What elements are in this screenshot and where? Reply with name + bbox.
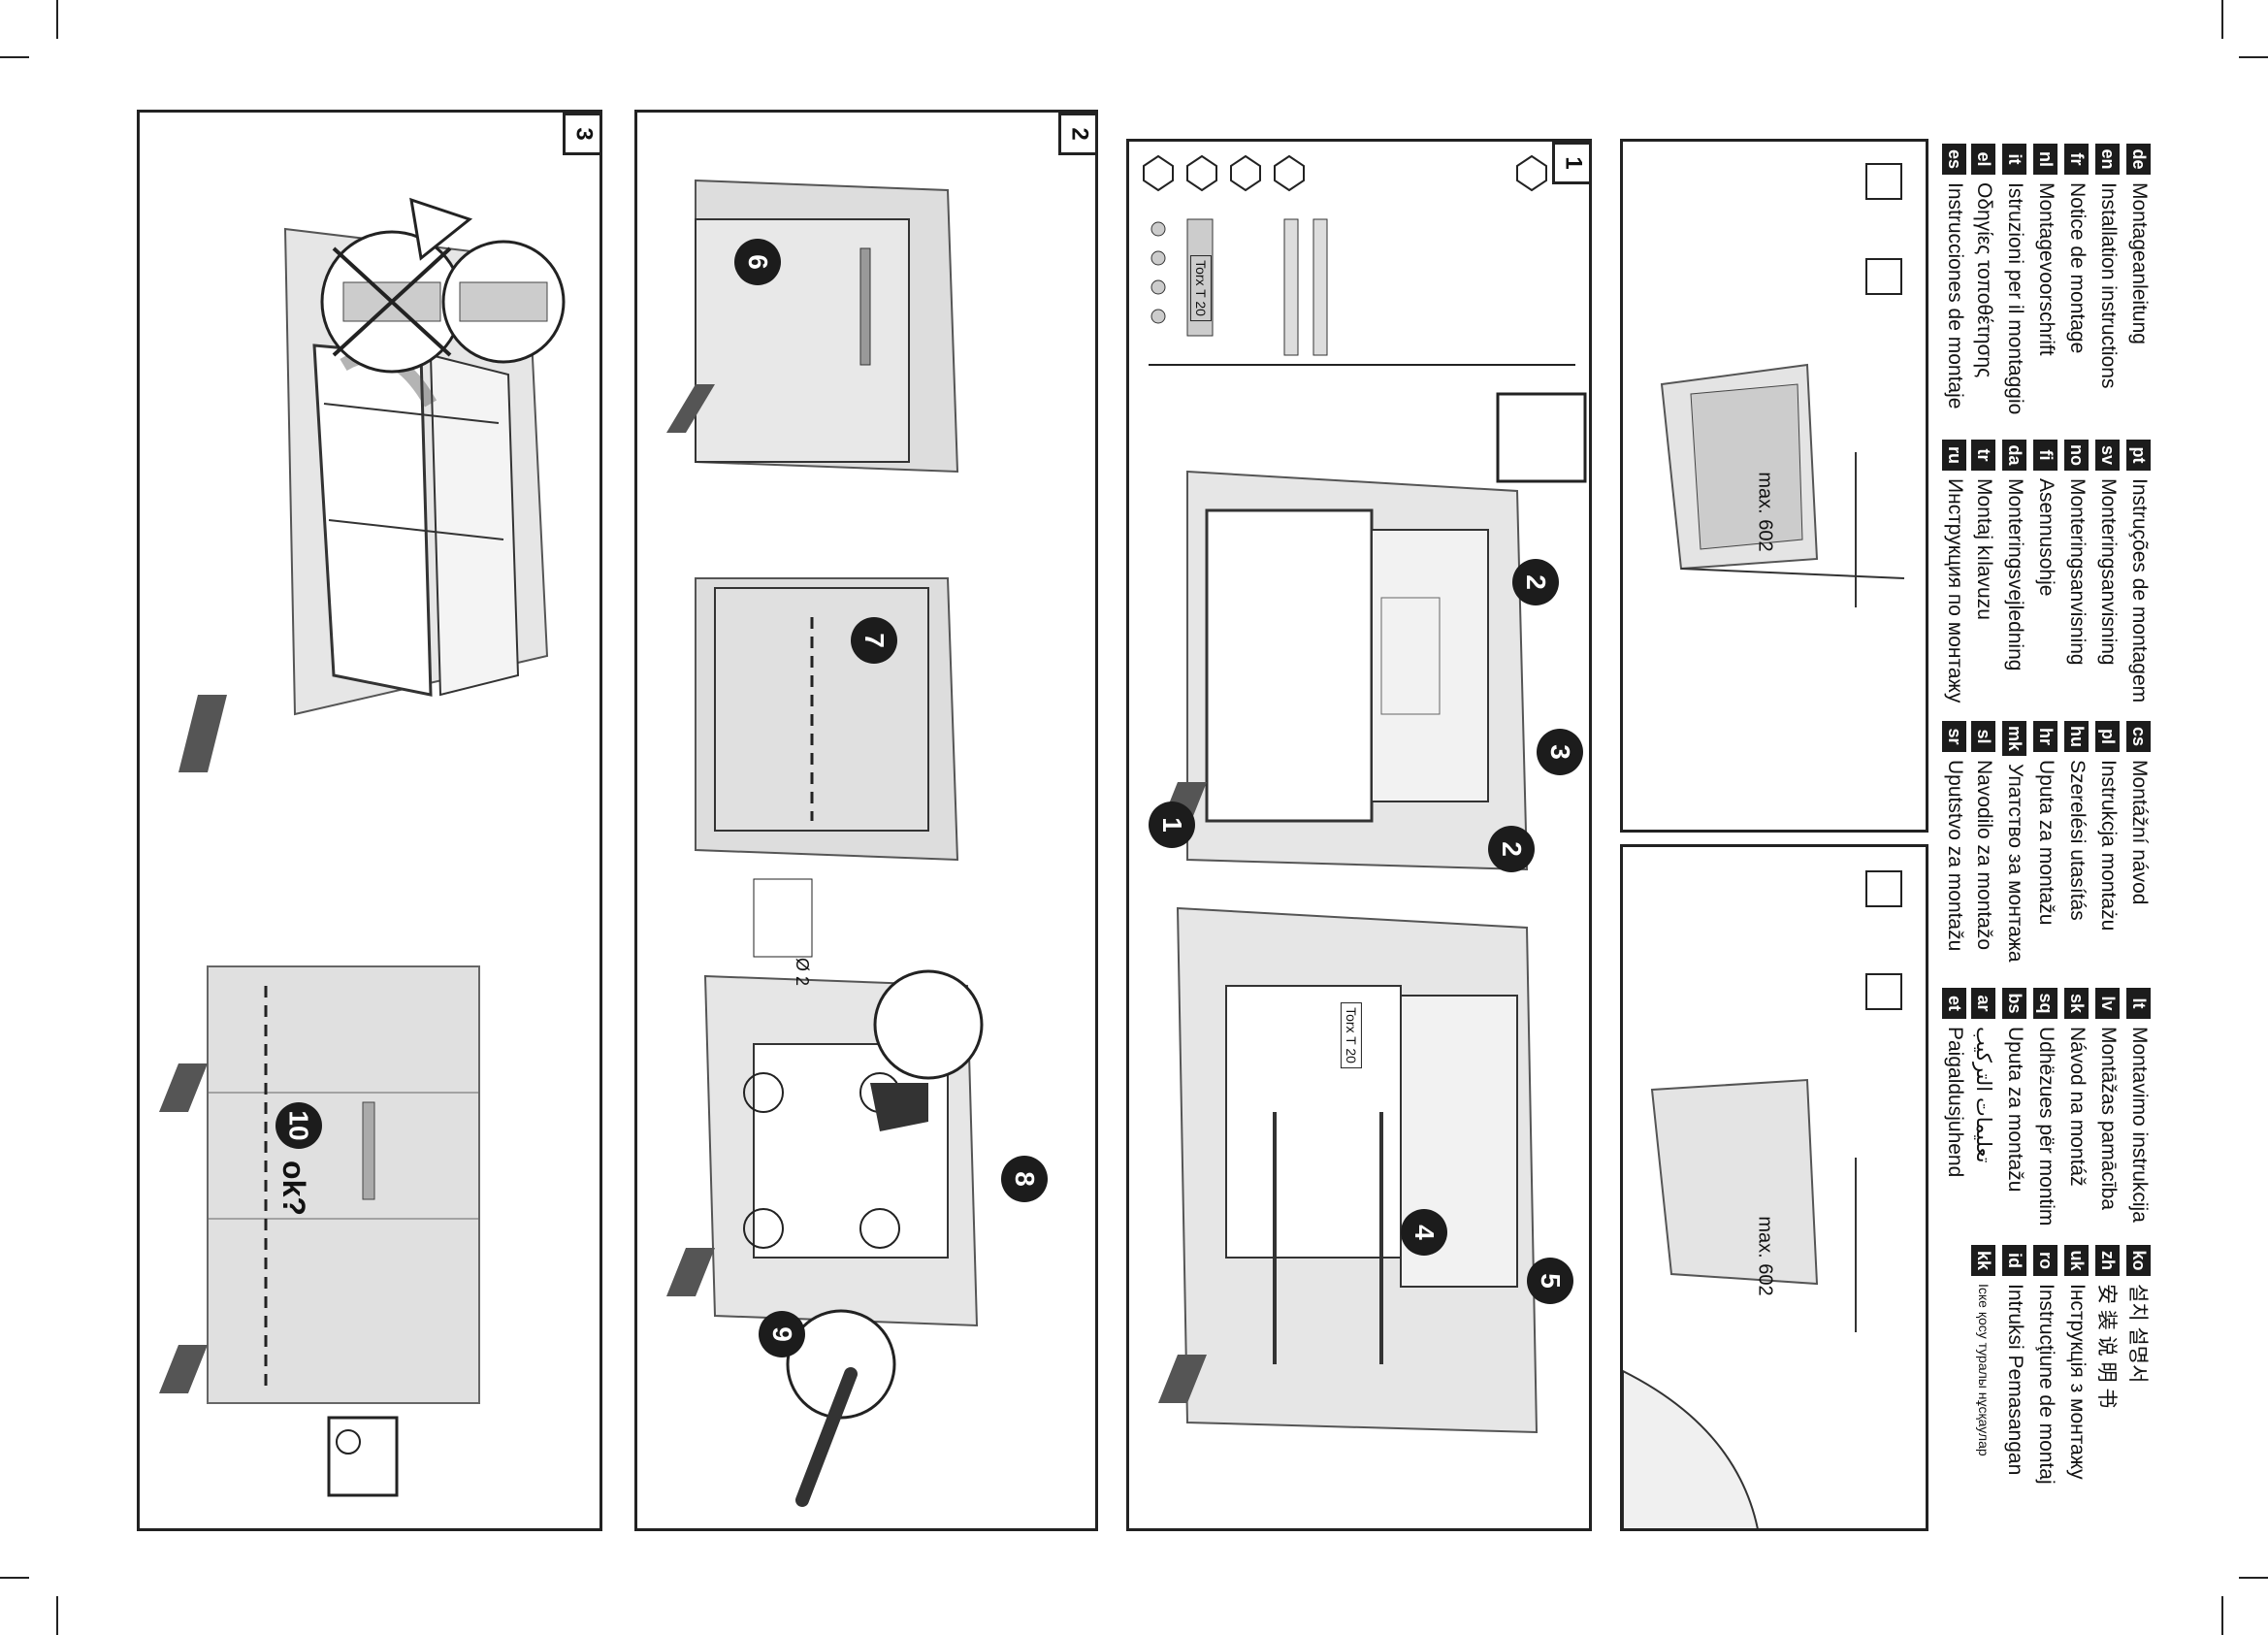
torx-label-2: Torx T 20 [1340,1002,1362,1068]
panel2-illustration [666,179,984,1507]
ok-label: ok? [275,1161,311,1216]
step-bubble-10: 10 [275,1102,322,1149]
step-bubble-9: 9 [759,1311,805,1357]
panel-number: 3 [563,113,599,155]
panel1-illustration [1143,154,1587,1434]
panel3-illustration [159,197,566,1497]
crop-mark [2239,56,2268,58]
step-bubble-6: 6 [734,239,781,285]
crop-mark [2239,1577,2268,1579]
hole-diameter-label: Ø 2 [793,957,813,987]
step-bubble-3: 3 [1537,729,1583,775]
panel-number: 1 [1552,142,1589,184]
step-bubble-4: 4 [1401,1209,1447,1256]
crop-mark [2221,1596,2223,1635]
torx-label: Torx T 20 [1189,255,1212,321]
panel-step-2: 2 6 7 8 9 Ø 2 [634,110,1098,1531]
installation-box-bottom: max. 602 [1620,844,1928,1531]
panel-number: 2 [1058,113,1095,155]
crop-mark [56,1596,58,1635]
step-bubble-5: 5 [1527,1258,1573,1304]
crop-mark [0,1577,29,1579]
crop-mark [56,0,58,39]
crop-mark [2221,0,2223,39]
appliance-sketch [1623,1078,1857,1528]
step-bubble-7: 7 [851,617,897,664]
step-bubble-2b: 2 [1488,826,1535,872]
panel-step-3: 3 10 ok? [137,110,602,1531]
appliance-sketch [1660,363,1905,607]
step-bubble-8: 8 [1001,1156,1048,1202]
panel-step-1: 1 1 2 2 3 4 5 Torx T 20 Torx T 20 [1126,139,1592,1531]
installation-box-top: max. 602 [1620,139,1928,833]
max-dimension-label: max. 602 [1754,1216,1776,1296]
checkbox-4 [1865,973,1902,1010]
checkbox-3 [1865,870,1902,907]
checkbox-2 [1865,258,1902,295]
checkbox-1 [1865,163,1902,200]
step-bubble-2a: 2 [1512,559,1559,605]
crop-mark [0,56,29,58]
step-bubble-1: 1 [1149,801,1195,848]
max-dimension-label: max. 602 [1754,472,1776,552]
